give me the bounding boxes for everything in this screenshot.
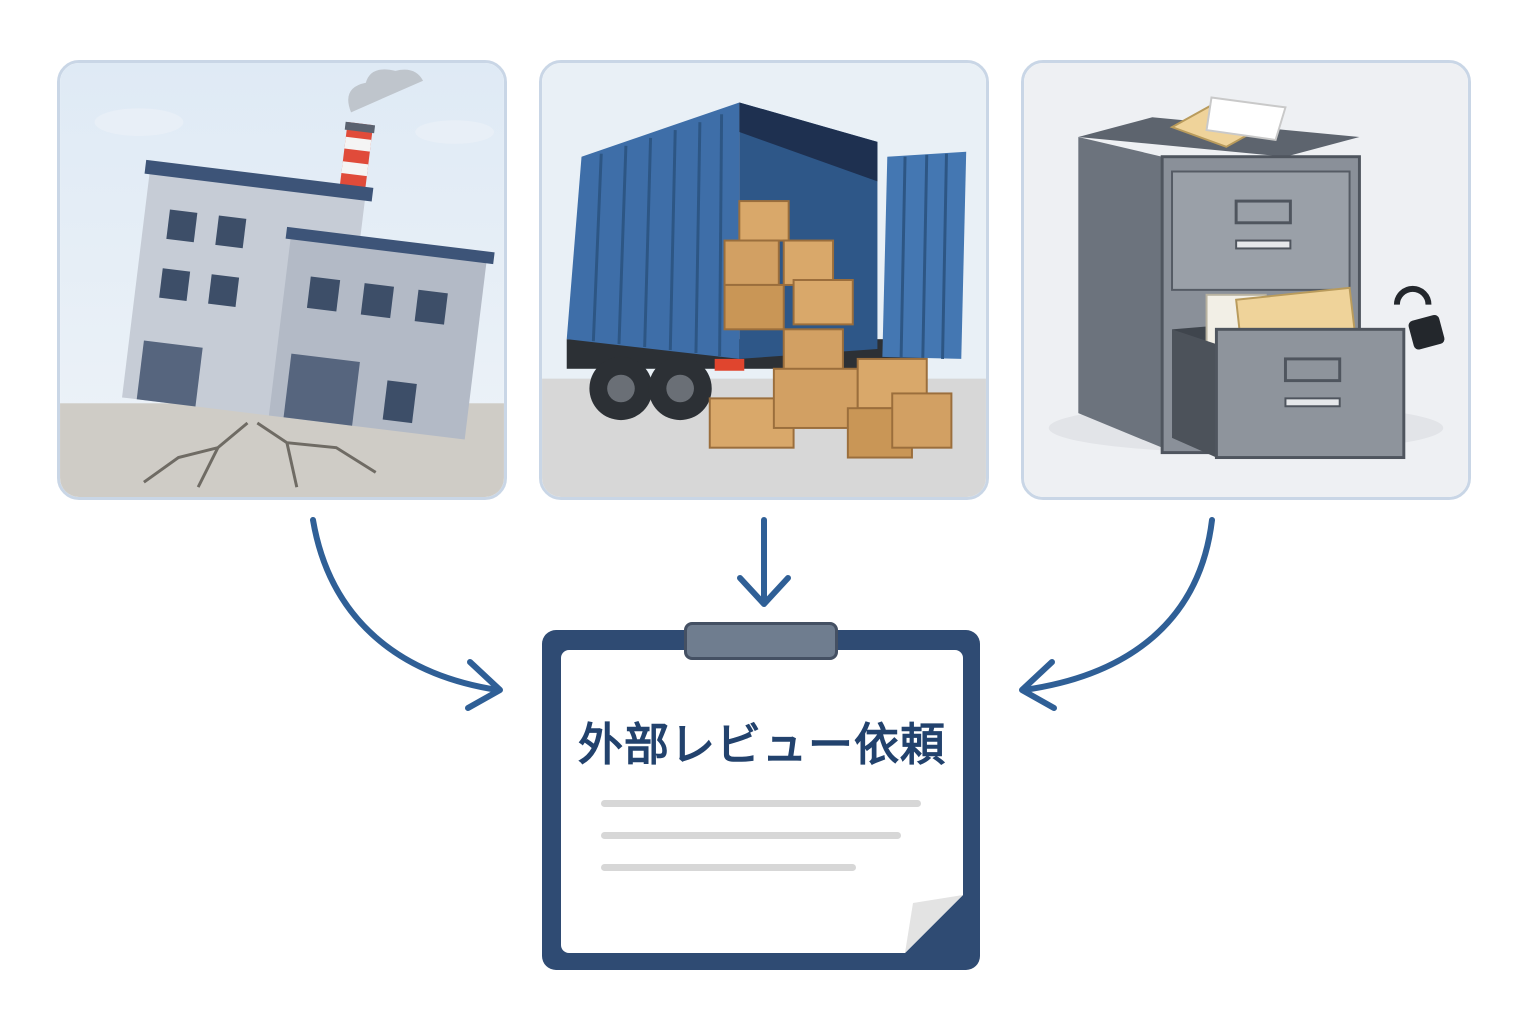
page-curl-icon bbox=[905, 895, 963, 953]
filing-cabinet-panel bbox=[1021, 60, 1471, 500]
right-arrow-head bbox=[1019, 659, 1057, 711]
center-arrow-head bbox=[737, 575, 791, 607]
container-panel bbox=[539, 60, 989, 500]
open-filing-cabinet-unlocked-icon bbox=[1024, 63, 1468, 497]
review-request-document: 外部レビュー依頼 bbox=[561, 650, 963, 953]
document-title: 外部レビュー依頼 bbox=[577, 718, 946, 771]
factory-panel bbox=[57, 60, 507, 500]
text-line bbox=[601, 864, 856, 871]
left-arrow-head bbox=[465, 659, 503, 711]
left-arrow bbox=[310, 517, 501, 693]
clipboard-clip bbox=[684, 622, 838, 660]
right-arrow bbox=[1021, 517, 1215, 693]
tilted-cracked-factory-icon bbox=[60, 63, 504, 497]
text-line bbox=[601, 800, 921, 807]
overflowing-shipping-container-icon bbox=[542, 63, 986, 497]
text-line bbox=[601, 832, 901, 839]
